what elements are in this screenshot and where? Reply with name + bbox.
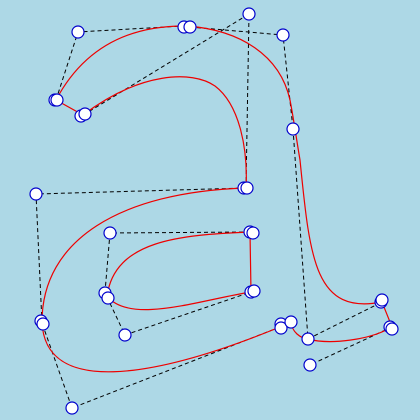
point-top-left-handle[interactable] bbox=[71, 25, 85, 39]
point-bowl-left-b[interactable] bbox=[36, 317, 50, 331]
control-line-counter-bottom bbox=[106, 291, 252, 336]
point-join-b[interactable] bbox=[274, 321, 288, 335]
point-counter-bottom-right-b[interactable] bbox=[247, 284, 261, 298]
control-line-stem-right bbox=[292, 128, 309, 340]
point-counter-top-right-b[interactable] bbox=[246, 226, 260, 240]
point-left-b[interactable] bbox=[50, 93, 64, 107]
control-line-top-right bbox=[189, 26, 294, 130]
point-top-center-b[interactable] bbox=[183, 20, 197, 34]
point-bowl-left-handle[interactable] bbox=[29, 187, 43, 201]
control-line-counter-top bbox=[104, 231, 251, 293]
control-line-tail bbox=[307, 301, 383, 340]
outer-contour bbox=[41, 25, 393, 373]
point-top-right-handle[interactable] bbox=[242, 7, 256, 21]
point-shoulder-b[interactable] bbox=[78, 107, 92, 121]
point-counter-left-b[interactable] bbox=[101, 291, 115, 305]
point-tail-top-b[interactable] bbox=[375, 293, 389, 307]
glyph-outline bbox=[41, 25, 393, 373]
point-stem-top[interactable] bbox=[286, 122, 300, 136]
control-line-shoulder bbox=[84, 13, 250, 189]
point-tail-end-b[interactable] bbox=[385, 322, 399, 336]
point-counter-bottom-handle[interactable] bbox=[118, 328, 132, 342]
point-tail-bottom-handle[interactable] bbox=[303, 358, 317, 372]
point-corner-handle[interactable] bbox=[276, 28, 290, 42]
control-line-bowl-left bbox=[35, 187, 247, 324]
point-stem-bottom[interactable] bbox=[301, 332, 315, 346]
point-bowl-top-b[interactable] bbox=[240, 181, 254, 195]
inner-counter bbox=[106, 231, 252, 311]
point-bowl-bottom-handle[interactable] bbox=[65, 401, 79, 415]
control-points[interactable] bbox=[29, 7, 399, 415]
point-join-c[interactable] bbox=[284, 315, 298, 329]
control-polygon bbox=[35, 13, 393, 409]
point-counter-top-left[interactable] bbox=[103, 226, 117, 240]
